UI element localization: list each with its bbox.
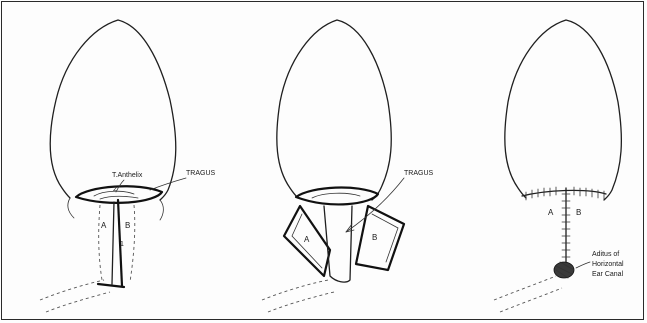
panel-1-skin-fold-right [160,200,163,220]
panel-1-anthelix-label: T.Anthelix [112,172,143,179]
panel-1-flap-b: B [125,221,130,230]
panel-3: A B Aditus of Horizontal Ear Canal [494,20,624,312]
panel-3-suture-stitches-horizontal [526,187,604,200]
panel-1-number-2: 2 [113,186,117,193]
panel-3-ear-outline [505,20,622,200]
panel-2-canal-dashed-1 [262,280,328,300]
panel-3-canal-dashed-1 [494,276,556,300]
panel-1-flap-a: A [101,221,107,230]
panel-1-tragus-label: TRAGUS [186,170,216,177]
panel-1-side-dashed-left [99,205,102,280]
panel-2-tragus-label: TRAGUS [404,170,434,177]
panel-3-horizontal-suture [522,190,606,196]
panel-1-canal-dashed-2 [46,292,110,312]
panel-2: TRAGUS A B [262,20,434,312]
panel-2-inner-curve [312,193,360,198]
panel-1-side-dashed-right [130,205,135,282]
panel-2-conchal-opening [296,188,378,205]
panel-3-flap-a: A [548,208,554,217]
panel-3-flap-b: B [576,208,581,217]
panel-2-tragus-pointer [346,178,404,232]
panel-3-aditus-label-line2: Horizontal [592,261,624,268]
panel-2-arrowhead [346,224,354,232]
panel-1-bottom-cut [98,284,124,287]
panel-2-flap-b: B [372,233,377,242]
panel-3-canal-dashed-2 [500,288,562,312]
panel-1: T.Anthelix TRAGUS 2 1 A B [40,20,216,312]
panel-2-ear-outline [277,20,391,200]
panel-3-aditus-label-line3: Ear Canal [592,271,624,278]
panel-1-skin-fold-left [68,198,74,218]
panel-2-canal-dashed-2 [268,292,334,312]
panel-3-aditus-label-line1: Aditus of [592,251,619,258]
panel-3-aditus-pointer [576,262,590,268]
panel-2-flap-a: A [304,235,310,244]
panel-1-incision-left [112,202,114,284]
panel-1-canal-dashed-1 [40,280,104,300]
panel-2-flap-b [356,206,404,270]
panel-1-tragus-pointer [150,178,186,190]
panel-1-number-1: 1 [120,241,124,248]
panel-2-central-channel [324,206,352,282]
